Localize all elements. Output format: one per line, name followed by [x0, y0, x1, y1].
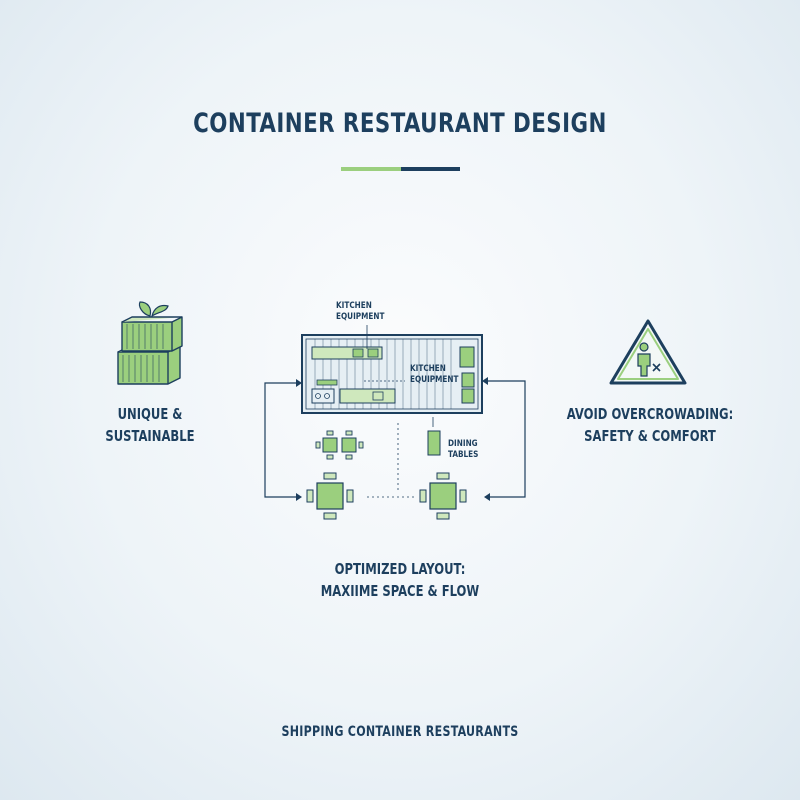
- title-divider-green: [341, 167, 401, 171]
- title-divider-navy: [401, 167, 460, 171]
- warning-person-icon: [609, 319, 687, 385]
- feature-avoid-overcrowding: AVOID OVERCROWADING: SAFETY & COMFORT: [566, 405, 734, 445]
- callout-dining-tables: DINING TABLES: [448, 439, 479, 460]
- feature-unique-sustainable: UNIQUE & SUSTAINABLE: [105, 405, 195, 445]
- footer-text: SHIPPING CONTAINER RESTAURANTS: [281, 724, 519, 740]
- callout-kitchen-equipment-inner: KITCHEN EQUIPMENT: [410, 364, 459, 385]
- container-floorplan-icon: [264, 325, 526, 520]
- page-title: CONTAINER RESTAURANT DESIGN: [193, 108, 607, 139]
- callout-kitchen-equipment-top: KITCHEN EQUIPMENT: [336, 301, 385, 322]
- optimized-layout-caption: OPTIMIZED LAYOUT: MAXIIME SPACE & FLOW: [320, 560, 480, 600]
- stacked-containers-leaf-icon: [117, 301, 183, 385]
